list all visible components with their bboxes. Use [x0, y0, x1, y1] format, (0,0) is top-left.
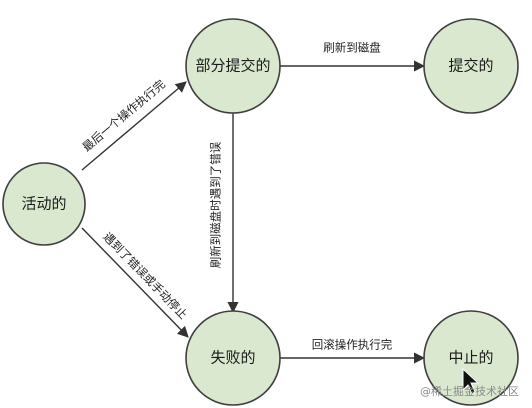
- node-label-active: 活动的: [21, 195, 66, 213]
- node-partially-committed: 部分提交的: [185, 18, 281, 114]
- node-label-failed: 失败的: [210, 349, 255, 367]
- edge-label-failed-to-aborted: 回滚操作执行完: [312, 338, 393, 352]
- edge-label-partial-to-committed: 刷新到磁盘: [323, 41, 381, 55]
- edge-label-active-to-failed: 遇到了错误或手动停止: [100, 229, 190, 321]
- node-label-aborted: 中止的: [448, 349, 493, 367]
- node-active: 活动的: [2, 162, 86, 246]
- node-committed: 提交的: [423, 18, 519, 114]
- node-label-partially-committed: 部分提交的: [195, 57, 270, 75]
- watermark: @稀土掘金技术社区: [420, 384, 519, 398]
- node-failed: 失败的: [185, 310, 281, 406]
- node-aborted: 中止的: [423, 310, 519, 406]
- edge-active-to-failed: [81, 227, 189, 338]
- edge-label-partial-to-failed: 刷新到磁盘时遇到了错误: [209, 141, 223, 268]
- edge-label-active-to-partial: 最后一个操作执行完: [80, 77, 168, 154]
- node-label-committed: 提交的: [448, 57, 493, 75]
- edge-active-to-partial: [81, 81, 187, 171]
- mouse-cursor-icon: [462, 367, 480, 395]
